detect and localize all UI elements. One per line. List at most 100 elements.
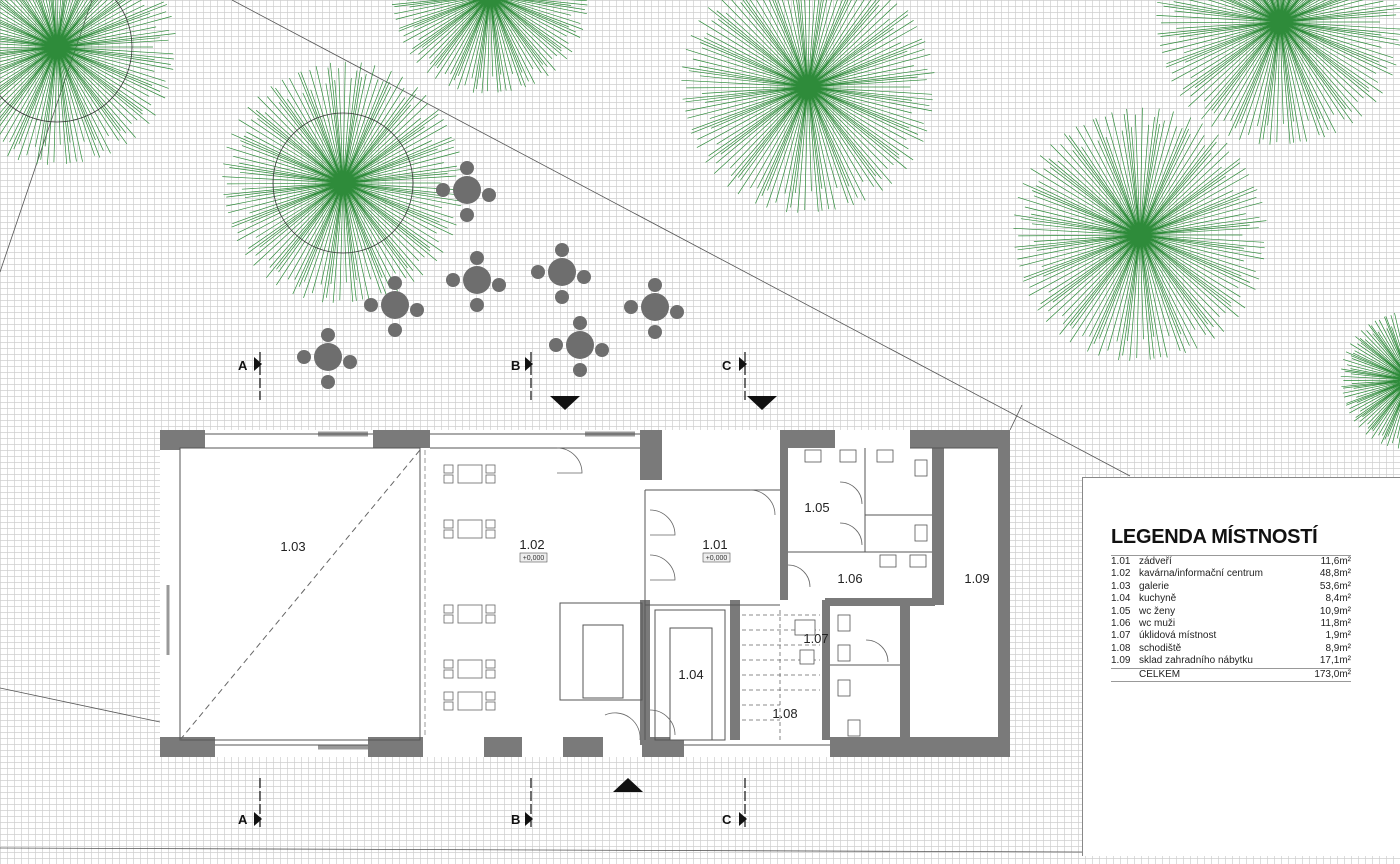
cafe-chair [443,464,454,474]
svg-text:B: B [511,358,520,373]
room-label-1-06: 1.06 [837,571,862,586]
tree [391,0,588,94]
galerie-void-diagonal [179,449,421,741]
room-label-1-08: 1.08 [772,706,797,721]
legend-num: 1.09 [1111,655,1131,667]
cafe-table [457,604,483,624]
cafe-furniture [443,464,496,711]
entrance-arrow-b [550,396,580,410]
chair [573,363,587,377]
building: 1.01 +0,000 1.02 +0,000 1.03 1.04 1.05 1… [160,430,1010,757]
legend-row: 1.09 sklad zahradního nábytku 17,1m² [1111,655,1351,668]
table [453,176,481,204]
garden-table-set [364,276,424,337]
cafe-chair [443,604,454,614]
cafe-chair [443,659,454,669]
tree-canopy-outline [272,112,414,254]
cafe-table [457,464,483,484]
stairs [742,610,820,740]
cafe-chair [485,604,496,614]
cafe-chair [485,614,496,624]
legend-area: 11,6m² [1320,556,1351,567]
garden-table-set [446,251,506,312]
legend-title: LEGENDA MÍSTNOSTÍ [1111,526,1318,548]
garden-tables [297,161,684,389]
legend-area: 1,9m² [1325,630,1351,642]
legend-area: 48,8m² [1319,568,1351,580]
main-entrance-arrow [613,778,643,792]
tree-canopy-outline [0,0,133,123]
entrance-arrow-c [747,396,777,410]
tree [681,0,935,213]
legend-total-blank [1111,667,1139,683]
cafe-chair [443,691,454,701]
cafe-chair [485,464,496,474]
table [314,343,342,371]
chair [577,270,591,284]
chair [460,208,474,222]
legend-name: wc muži [1139,618,1176,630]
room-label-1-03: 1.03 [280,539,305,554]
garden-table-set [297,328,357,389]
svg-text:A: A [238,812,248,827]
tree [0,0,176,165]
level-mark-1-02: +0,000 [523,555,545,562]
legend-total-area: 173,0m² [1302,667,1351,683]
chair [388,323,402,337]
cafe-chair [443,614,454,624]
legend-name: sklad zahradního nábytku [1139,655,1253,667]
cafe-chair [485,701,496,711]
tree [1340,312,1400,449]
section-b-bottom: B [511,778,533,828]
legend-area: 10,9m² [1319,605,1351,617]
svg-text:B: B [511,812,520,827]
room-labels: 1.01 +0,000 1.02 +0,000 1.03 1.04 1.05 1… [280,500,989,721]
cafe-chair [485,474,496,484]
section-a-bottom: A [238,778,262,828]
chair [531,265,545,279]
chair [410,303,424,317]
legend-row: 1.08 schodiště 8,9m² [1111,643,1351,655]
legend-area: 17,1m² [1319,655,1351,667]
legend-area: 8,9m² [1325,642,1351,654]
legend-area: 53,6m² [1319,580,1351,592]
wc-fixtures [794,449,928,737]
room-label-1-01: 1.01 [702,537,727,552]
legend-num: 1.08 [1111,642,1131,654]
legend-name: úklidová místnost [1139,630,1217,642]
legend-total-label: CELKEM [1139,667,1303,683]
trees [0,0,1400,449]
room-label-1-07: 1.07 [803,631,828,646]
chair [470,251,484,265]
cafe-chair [485,691,496,701]
cafe-chair [443,519,454,529]
chair [648,325,662,339]
legend-name: kuchyně [1139,593,1177,605]
chair [321,375,335,389]
legend-area: 11,8m² [1320,618,1351,630]
table [641,293,669,321]
cafe-chair [443,529,454,539]
garden-table-set [624,278,684,339]
garden-table-set [436,161,496,222]
legend-name: schodiště [1139,642,1182,654]
cafe-chair [485,519,496,529]
chair [297,350,311,364]
tree [222,61,464,303]
chair [555,243,569,257]
cafe-chair [443,669,454,679]
tree [1013,107,1267,361]
room-label-1-02: 1.02 [519,537,544,552]
level-mark-1-01: +0,000 [706,555,728,562]
doors [556,447,889,741]
thin-partitions [166,431,998,750]
